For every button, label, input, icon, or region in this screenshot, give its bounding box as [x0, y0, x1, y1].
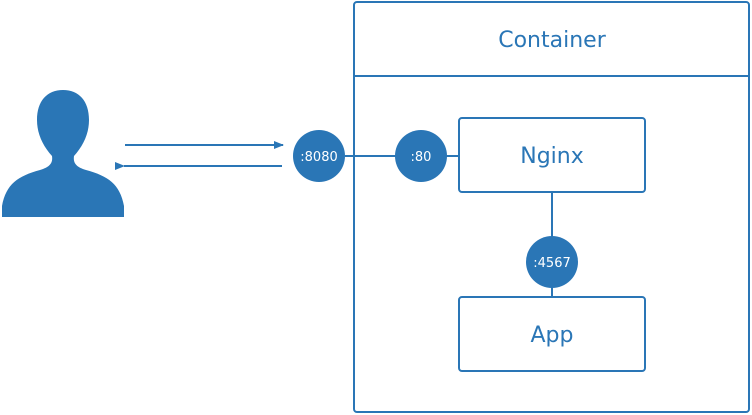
user-icon: [2, 90, 124, 217]
app-box: App: [458, 296, 646, 372]
nginx-label: Nginx: [520, 144, 584, 169]
host-port-badge: :8080: [293, 130, 345, 182]
host-port-label: :8080: [300, 150, 337, 165]
nginx-port-badge: :80: [395, 130, 447, 182]
container-title: Container: [498, 28, 606, 53]
nginx-port-label: :80: [411, 150, 432, 165]
container-box: Container: [353, 1, 750, 413]
app-label: App: [531, 323, 574, 348]
nginx-box: Nginx: [458, 117, 646, 193]
app-port-badge: :4567: [526, 236, 578, 288]
app-port-label: :4567: [533, 256, 570, 271]
